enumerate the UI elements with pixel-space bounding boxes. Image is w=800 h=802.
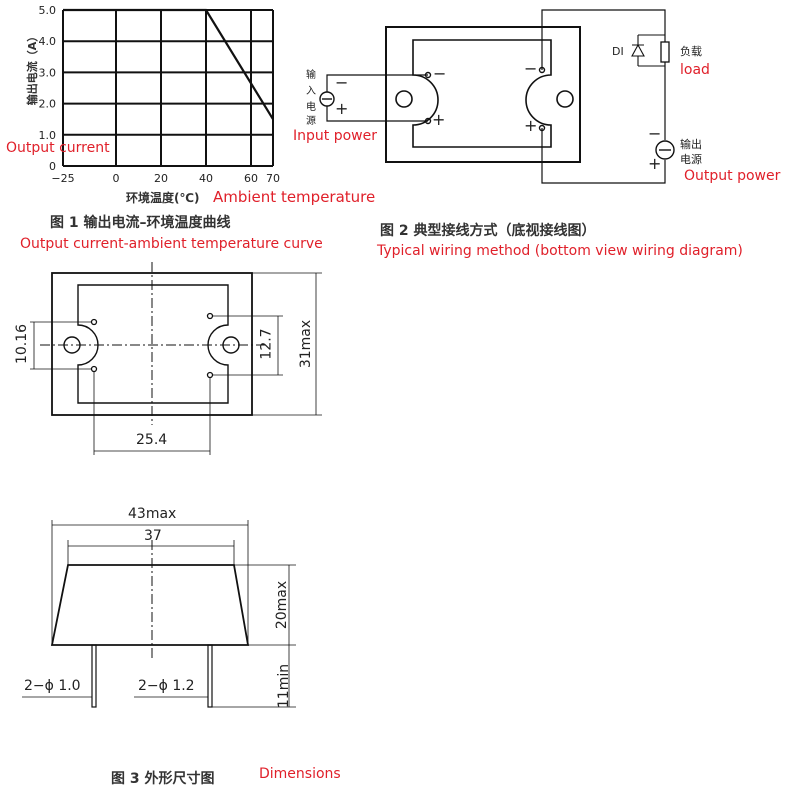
dim-31max: 31max xyxy=(298,319,315,369)
figure-3-caption-en: Dimensions xyxy=(259,766,341,782)
y-tick-label-5: 0 xyxy=(49,160,56,173)
module-outline xyxy=(385,26,581,163)
output-wire-plus xyxy=(541,128,666,184)
y-tick-label-4: 1.0 xyxy=(39,129,57,142)
diode-label: DI xyxy=(612,45,624,58)
figure-2-caption: 图 2 典型接线方式（底视接线图） xyxy=(380,223,596,239)
derating-curve-line xyxy=(63,8,274,120)
output-label-line-1: 输出 xyxy=(680,138,702,151)
terminal-in-minus-sign: − xyxy=(433,64,447,83)
output-plus-sign: + xyxy=(648,154,662,173)
y-tick-label-3: 2.0 xyxy=(39,98,57,111)
dim-10-16: 10.16 xyxy=(14,323,31,365)
y-tick-label-1: 4.0 xyxy=(39,35,57,48)
dim-25-4: 25.4 xyxy=(136,432,168,448)
side-view-body xyxy=(50,564,250,646)
x-tick-label-4: 60 xyxy=(244,172,258,185)
top-pin-4 xyxy=(206,371,214,379)
figure-1-caption: 图 1 输出电流–环境温度曲线 xyxy=(50,215,231,231)
x-tick-label-3: 40 xyxy=(199,172,213,185)
x-axis-label-en: Ambient temperature xyxy=(213,188,376,206)
input-label-char-1: 输 xyxy=(306,70,316,81)
top-pin-2 xyxy=(90,365,98,373)
dim-43max: 43max xyxy=(128,506,177,522)
dim-11min: 11min xyxy=(276,663,293,709)
dim-37: 37 xyxy=(144,528,162,544)
dim-20max: 20max xyxy=(274,580,291,630)
output-wire-minus xyxy=(541,9,666,70)
input-plus-sign: + xyxy=(335,99,349,118)
input-power-en: Input power xyxy=(293,128,377,144)
y-axis-label-en: Output current xyxy=(6,140,110,156)
figure-1-caption-en: Output current-ambient temperature curve xyxy=(20,236,323,252)
top-pin-3 xyxy=(206,312,214,320)
dim-12-7: 12.7 xyxy=(258,328,275,360)
input-wire-plus xyxy=(326,106,428,122)
x-tick-label-2: 20 xyxy=(154,172,168,185)
terminal-out-plus-sign: + xyxy=(524,116,538,135)
diode-symbol xyxy=(631,34,665,67)
module-inner-outline xyxy=(412,39,552,148)
output-label-line-2: 电源 xyxy=(680,153,702,166)
mount-hole-right xyxy=(556,90,574,108)
terminal-out-minus-sign: − xyxy=(524,59,538,78)
pin-diameter-1: 2−ϕ 1.0 xyxy=(24,678,81,694)
output-minus-sign: − xyxy=(648,124,662,143)
input-label-char-2: 入 xyxy=(306,86,316,97)
x-tick-label-5: 70 xyxy=(266,172,280,185)
x-tick-label-1: 0 xyxy=(113,172,120,185)
input-label-char-3: 电 xyxy=(306,102,316,113)
figure-3-caption: 图 3 外形尺寸图 xyxy=(111,771,215,787)
load-en: load xyxy=(680,62,710,78)
mount-hole-left xyxy=(395,90,413,108)
load-label: 负载 xyxy=(680,45,702,58)
side-pin-right xyxy=(207,644,213,708)
y-tick-label-0: 5.0 xyxy=(39,4,57,17)
pin-diameter-2: 2−ϕ 1.2 xyxy=(138,678,195,694)
figure-2-caption-en: Typical wiring method (bottom view wirin… xyxy=(377,243,743,259)
x-axis-label: 环境温度(℃) xyxy=(126,191,200,205)
top-view-inner-outline xyxy=(77,284,229,404)
top-pin-1 xyxy=(90,318,98,326)
input-minus-sign: − xyxy=(335,73,349,92)
input-wire-minus xyxy=(326,74,428,92)
x-tick-label-0: −25 xyxy=(51,172,74,185)
output-power-en: Output power xyxy=(684,168,781,184)
terminal-in-plus-sign: + xyxy=(432,110,446,129)
input-label-char-4: 源 xyxy=(306,116,316,127)
y-tick-label-2: 3.0 xyxy=(39,66,57,79)
side-pin-left xyxy=(91,644,97,708)
